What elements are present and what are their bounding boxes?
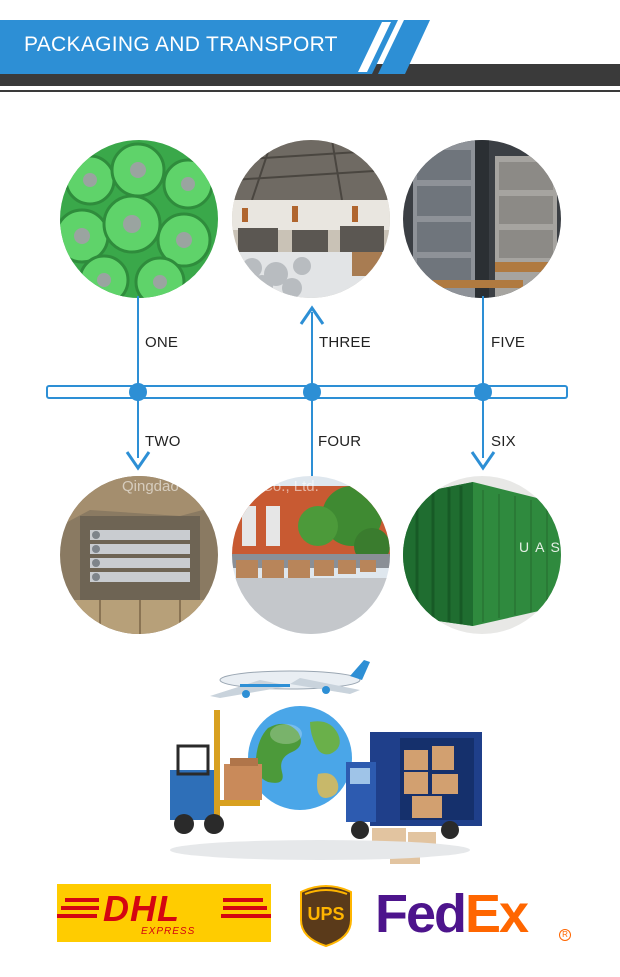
dhl-wordmark: DHL — [103, 888, 180, 929]
connector-line-four — [311, 398, 313, 476]
registered-mark: R — [559, 929, 571, 941]
step-label-two: TWO — [145, 433, 181, 450]
timeline-dot — [303, 383, 321, 401]
photo-container-loading — [403, 140, 561, 298]
dhl-subtitle: EXPRESS — [141, 926, 196, 937]
photo-carton-packing — [60, 476, 218, 634]
step-label-one: ONE — [145, 334, 179, 351]
step-label-three: THREE — [319, 334, 371, 351]
timeline-dot — [129, 383, 147, 401]
photo-factory-yard — [232, 476, 390, 634]
fedex-logo: FedEx — [375, 884, 529, 944]
connector-line-six — [482, 398, 484, 458]
arrow-up-icon — [299, 305, 325, 325]
photo-warehouse — [232, 140, 390, 298]
photo-shipping-container: UASC — [403, 476, 561, 634]
forklift-icon — [170, 710, 262, 834]
page-title: PACKAGING AND TRANSPORT — [24, 33, 338, 56]
step-label-five: FIVE — [491, 334, 526, 351]
dhl-logo: DHL EXPRESS — [57, 884, 271, 942]
timeline-dot — [474, 383, 492, 401]
connector-line-five — [482, 296, 484, 388]
arrow-down-icon — [125, 451, 151, 471]
arrow-down-icon — [470, 451, 496, 471]
svg-text:UASC: UASC — [519, 539, 561, 555]
ups-wordmark: UPS — [307, 904, 345, 924]
fedex-wordmark-fed: Fed — [375, 884, 467, 944]
connector-line-two — [137, 398, 139, 458]
watermark-text: Qingdao e Internatio Co., Ltd. — [122, 478, 319, 495]
step-label-four: FOUR — [318, 433, 362, 450]
airplane-icon — [210, 660, 370, 698]
ups-logo: UPS — [297, 882, 355, 948]
connector-line-three — [311, 312, 313, 388]
header-banner-shape — [0, 20, 620, 92]
photo-green-rollers — [60, 140, 218, 298]
truck-icon — [346, 732, 482, 864]
section-header: PACKAGING AND TRANSPORT — [0, 0, 620, 100]
globe-icon — [248, 706, 352, 810]
fedex-wordmark-ex: Ex — [465, 884, 529, 944]
connector-line-one — [137, 296, 139, 388]
step-label-six: SIX — [491, 433, 516, 450]
logistics-illustration — [170, 660, 482, 864]
